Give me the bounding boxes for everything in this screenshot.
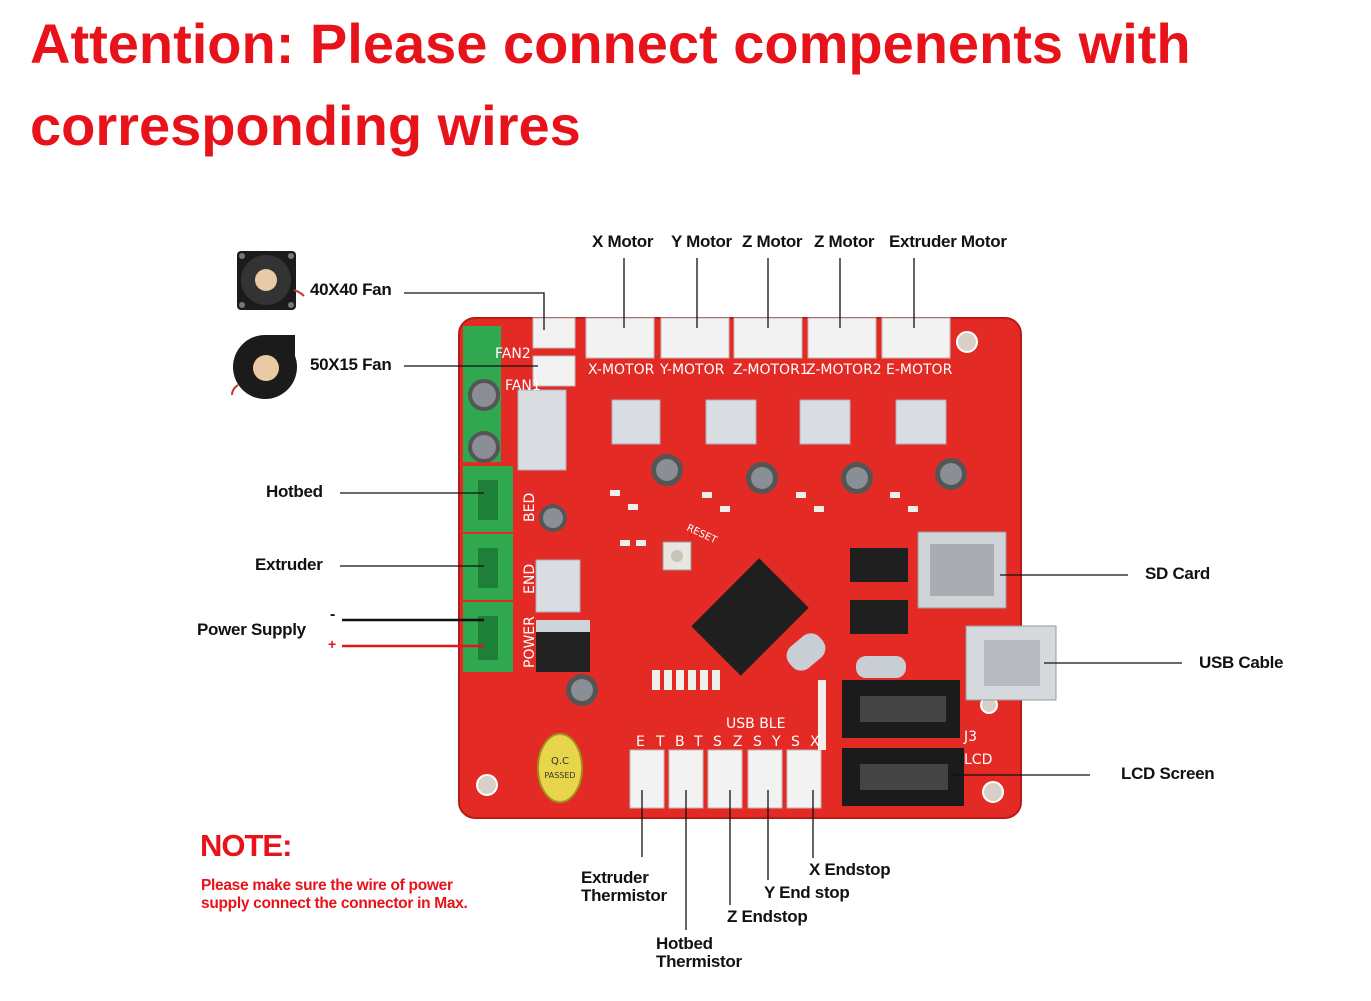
label-y-motor: Y Motor xyxy=(671,232,732,251)
label-hotbed: Hotbed xyxy=(266,482,323,501)
silk-j3: J3 xyxy=(963,729,977,745)
label-hotbed-thermistor-line-1: Hotbed xyxy=(656,934,713,953)
silk-z-motor2: Z-MOTOR2 xyxy=(806,362,882,378)
label-extruder-motor: Extruder Motor xyxy=(889,232,1007,251)
note-line-1: Please make sure the wire of power xyxy=(201,877,453,894)
silk-endstop-letter: S xyxy=(713,734,722,750)
power-minus-sign: - xyxy=(330,606,336,623)
fan-50x15-image xyxy=(231,335,297,399)
label-extruder-thermistor: Extruder Thermistor xyxy=(581,869,667,905)
label-z-endstop: Z Endstop xyxy=(727,907,808,926)
note-line-2: supply connect the connector in Max. xyxy=(201,895,468,912)
page-title-line-2: corresponding wires xyxy=(30,94,581,157)
note-title: NOTE: xyxy=(200,828,292,863)
label-hotbed-thermistor-line-2: Thermistor xyxy=(656,952,742,971)
silk-power: POWER xyxy=(522,616,538,668)
label-y-endstop: Y End stop xyxy=(764,883,850,902)
control-board: FAN2 FAN1 X-MOTOR Y-MOTOR Z-MOTOR1 Z-MOT… xyxy=(458,317,1057,819)
silk-x-motor: X-MOTOR xyxy=(588,362,655,378)
silk-endstop-letter: S xyxy=(753,734,762,750)
qc-sticker-line-2: PASSED xyxy=(544,771,575,780)
silk-e-motor: E-MOTOR xyxy=(886,362,953,378)
silk-endstop-letter: T xyxy=(693,734,703,750)
label-x-endstop: X Endstop xyxy=(809,860,891,879)
label-power-supply: Power Supply xyxy=(197,620,306,639)
label-fan-40x40: 40X40 Fan xyxy=(310,280,392,299)
silk-endstop-letter: Y xyxy=(771,734,781,750)
label-hotbed-thermistor: Hotbed Thermistor xyxy=(656,935,742,971)
note-body: Please make sure the wire of power suppl… xyxy=(201,877,468,913)
label-sd-card: SD Card xyxy=(1145,564,1210,583)
silk-usb-ble: USB BLE xyxy=(726,716,785,732)
label-lcd-screen: LCD Screen xyxy=(1121,764,1215,783)
power-plus-sign: + xyxy=(328,636,336,652)
silk-fan2: FAN2 xyxy=(495,346,531,362)
silk-fan1: FAN1 xyxy=(505,378,541,394)
silk-lcd: LCD xyxy=(964,752,992,768)
silk-endstop-letter: S xyxy=(791,734,800,750)
page-title-line-1: Attention: Please connect compenents wit… xyxy=(30,12,1191,75)
silk-endstop-letter: Z xyxy=(733,734,743,750)
silk-endstop-letter: E xyxy=(636,734,645,750)
silk-y-motor: Y-MOTOR xyxy=(659,362,725,378)
fan-40x40-image xyxy=(237,251,305,310)
leader-lines xyxy=(340,258,1182,930)
label-z-motor-2: Z Motor xyxy=(814,232,875,251)
silk-bed: BED xyxy=(522,493,538,522)
qc-sticker-line-1: Q.C xyxy=(551,756,569,767)
label-extruder-thermistor-line-2: Thermistor xyxy=(581,886,667,905)
label-fan-50x15: 50X15 Fan xyxy=(310,355,392,374)
silk-endstop-letter: T xyxy=(655,734,665,750)
silk-end: END xyxy=(522,564,538,594)
label-usb-cable: USB Cable xyxy=(1199,653,1284,672)
silk-endstop-letter: X xyxy=(810,734,820,750)
silk-endstop-letter: B xyxy=(675,734,685,750)
label-extruder: Extruder xyxy=(255,555,323,574)
label-x-motor: X Motor xyxy=(592,232,654,251)
label-extruder-thermistor-line-1: Extruder xyxy=(581,868,649,887)
silk-z-motor1: Z-MOTOR1 xyxy=(733,362,809,378)
label-z-motor-1: Z Motor xyxy=(742,232,803,251)
